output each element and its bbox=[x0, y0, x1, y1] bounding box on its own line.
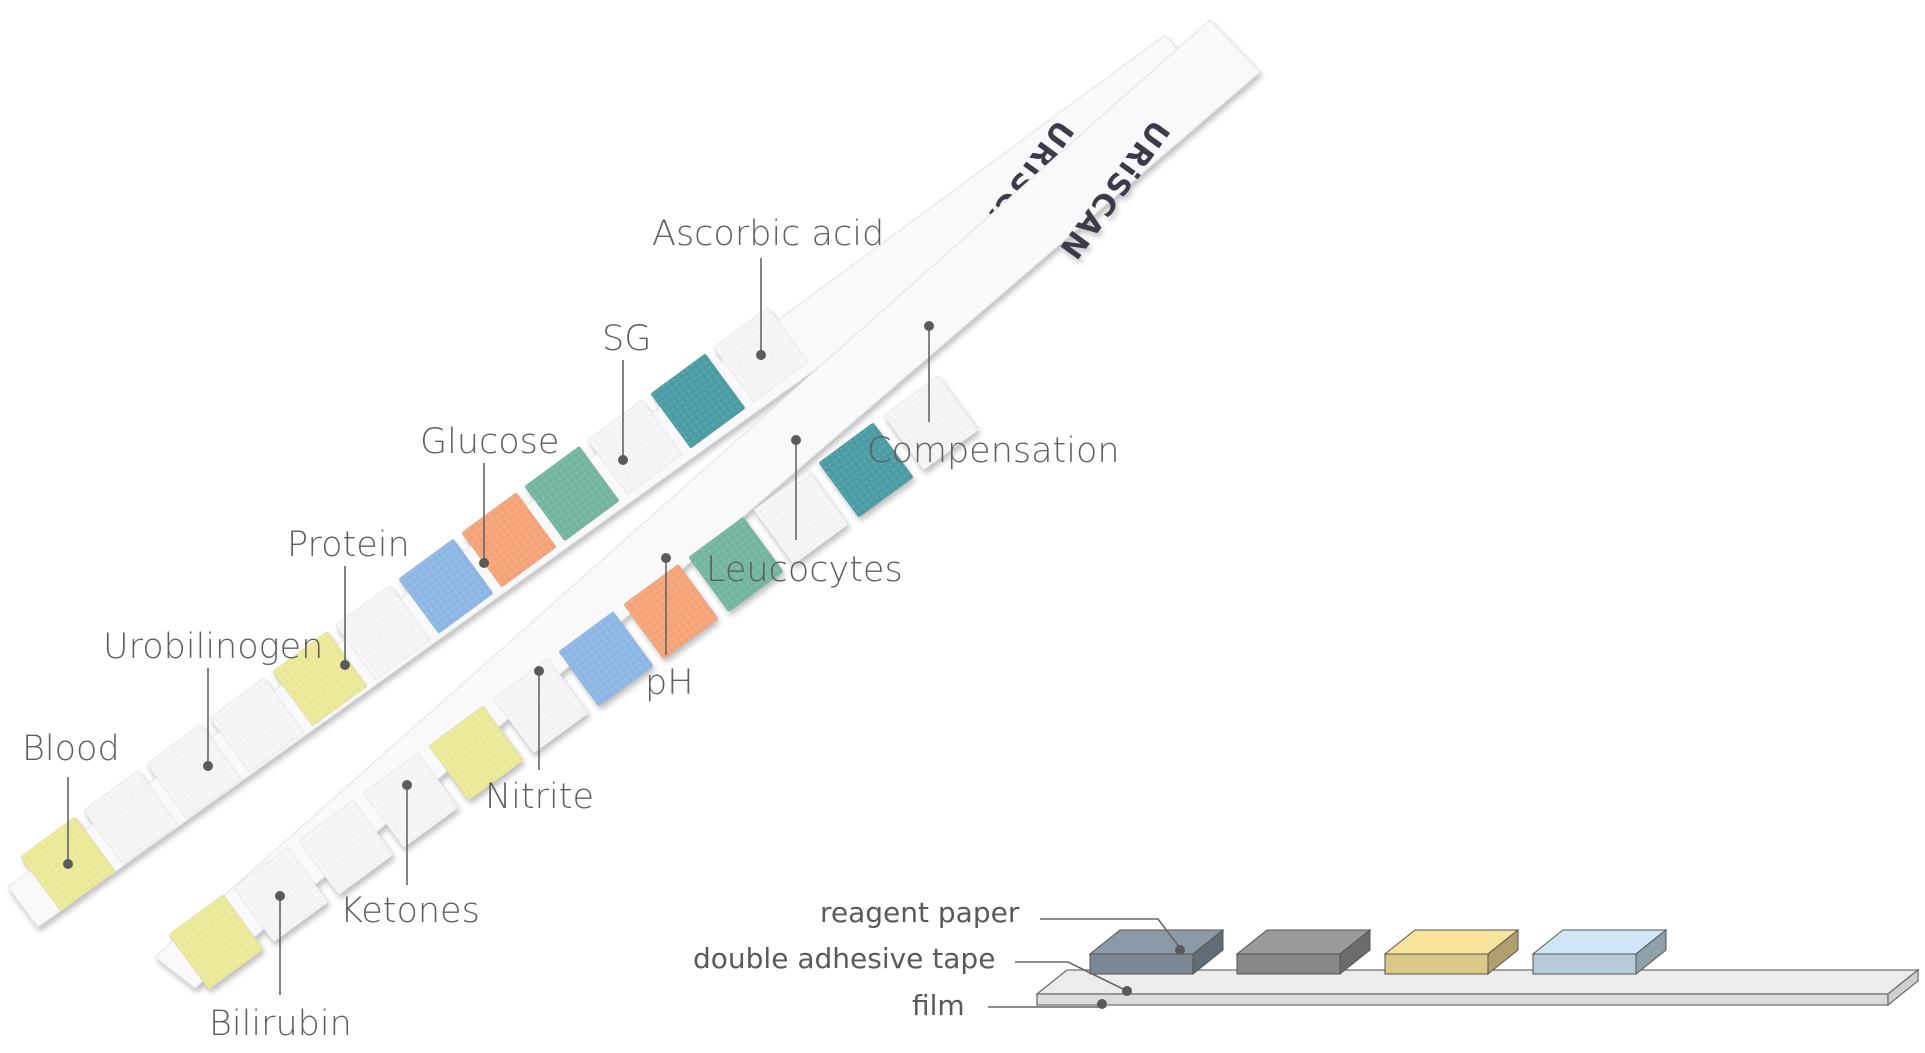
reagent-pad-side bbox=[1192, 928, 1224, 976]
reagent-pad-texture bbox=[818, 422, 914, 518]
reagent-pad-front bbox=[1089, 953, 1194, 975]
label-leucocytes: Leucocytes bbox=[706, 550, 903, 590]
label-urobilinogen: Urobilinogen bbox=[103, 627, 323, 667]
label-sg: SG bbox=[602, 319, 651, 359]
label-protein: Protein bbox=[287, 525, 410, 565]
label-blood: Blood bbox=[22, 729, 120, 769]
reagent-pad-texture bbox=[493, 658, 589, 754]
label-reagent-paper: reagent paper bbox=[820, 896, 1020, 929]
reagent-pad-front bbox=[1236, 953, 1341, 975]
reagent-pad-texture bbox=[688, 516, 784, 612]
reagent-pad-texture bbox=[298, 800, 394, 896]
reagent-pad-texture bbox=[168, 894, 264, 990]
test-strip-lower: URiSCAN bbox=[154, 19, 1261, 990]
reagent-pad-texture bbox=[428, 705, 524, 801]
film-layer bbox=[1035, 968, 1920, 1007]
reagent-pad-texture bbox=[209, 677, 305, 773]
reagent-pad-texture bbox=[83, 770, 179, 866]
reagent-pad-texture bbox=[524, 446, 620, 542]
label-bilirubin: Bilirubin bbox=[209, 1004, 352, 1044]
reagent-pad-side bbox=[1487, 928, 1519, 976]
label-ascorbic-acid: Ascorbic acid bbox=[652, 214, 884, 254]
strip-layer-diagram: reagent paper double adhesive tape film bbox=[693, 896, 1920, 1022]
reagent-pad-texture bbox=[883, 375, 979, 471]
reagent-pad-texture bbox=[650, 353, 746, 449]
reagent-pad-texture bbox=[363, 752, 459, 848]
reagent-pad-side bbox=[1339, 928, 1371, 976]
reagent-pad-texture bbox=[623, 564, 719, 660]
reagent-pad-front bbox=[1532, 953, 1637, 975]
reagent-pad-texture bbox=[146, 723, 242, 819]
reagent-pad-texture bbox=[587, 399, 683, 495]
reagent-pad-front bbox=[1384, 953, 1489, 975]
reagent-pad-texture bbox=[335, 584, 431, 681]
pad-labels: Blood Urobilinogen Protein Glucose SG As… bbox=[22, 214, 1120, 1044]
label-ketones: Ketones bbox=[340, 891, 480, 931]
reagent-pad-texture bbox=[753, 469, 849, 565]
test-strip-upper: URiSCAN bbox=[7, 34, 1206, 928]
reagent-pad-texture bbox=[398, 538, 494, 634]
reagent-pad-texture bbox=[272, 631, 368, 727]
label-glucose: Glucose bbox=[420, 422, 559, 462]
label-compensation: Compensation bbox=[867, 431, 1120, 471]
reagent-pad-texture bbox=[558, 611, 654, 707]
label-film: film bbox=[912, 989, 965, 1022]
label-ph: pH bbox=[645, 663, 694, 703]
label-double-adhesive-tape: double adhesive tape bbox=[693, 942, 995, 975]
reagent-pad-side bbox=[1635, 928, 1667, 976]
label-nitrite: Nitrite bbox=[485, 777, 594, 817]
